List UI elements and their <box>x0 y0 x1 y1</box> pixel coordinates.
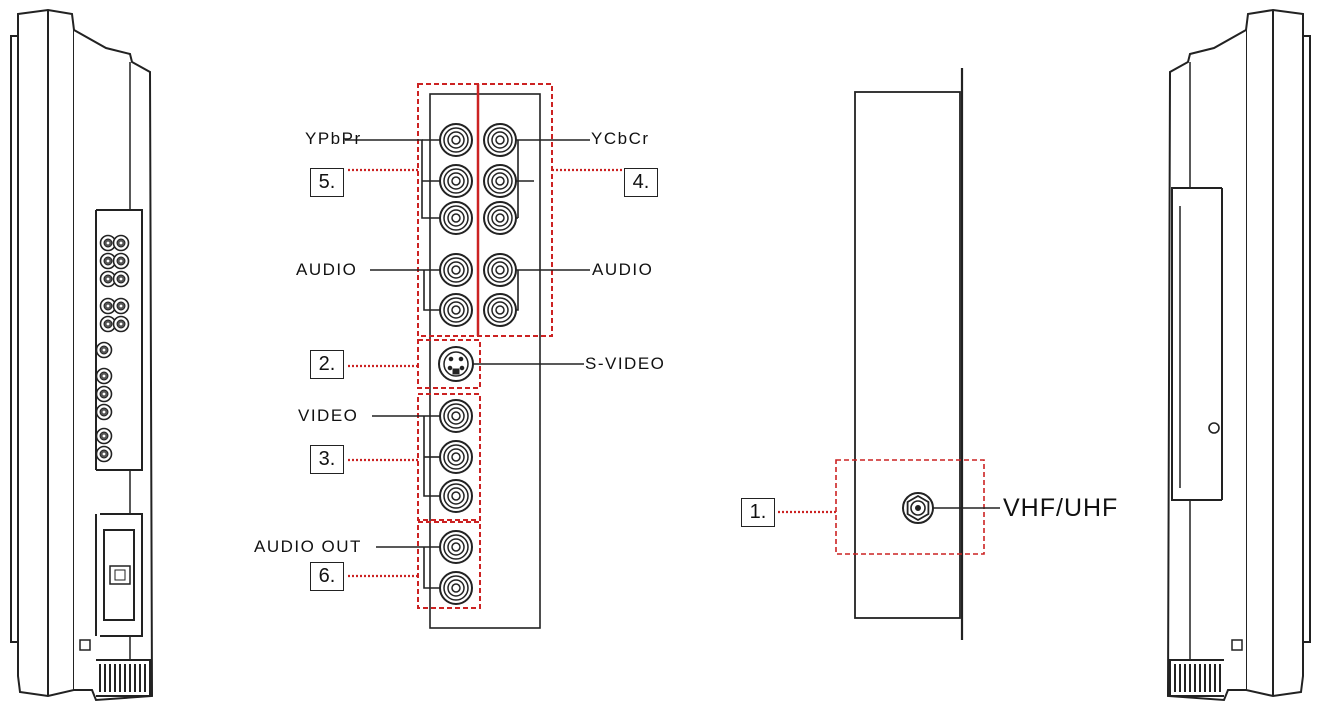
label-vhf-uhf: VHF/UHF <box>1003 494 1119 522</box>
ypbpr-y-jack <box>439 123 473 157</box>
center-panel-outline <box>429 84 541 629</box>
audio-out-r-jack <box>439 571 473 605</box>
video-audio-r-jack <box>439 479 473 513</box>
svideo-jack <box>438 346 474 382</box>
callout-dotted-connectors <box>348 168 622 578</box>
label-audio-left: AUDIO <box>296 260 358 279</box>
label-ypbpr: YPbPr <box>305 129 362 148</box>
callout-box-audio-out <box>417 521 481 609</box>
ycbcr-y-jack <box>483 123 517 157</box>
callout-number-1: 1. <box>741 498 775 527</box>
audio-right-l-jack <box>483 253 517 287</box>
label-svideo: S-VIDEO <box>585 354 666 373</box>
audio-right-r-jack <box>483 293 517 327</box>
audio-left-l-jack <box>439 253 473 287</box>
label-audio-right: AUDIO <box>592 260 654 279</box>
callout-box-video <box>417 393 481 521</box>
audio-out-jacks <box>439 530 473 605</box>
component-jacks-left <box>439 123 473 327</box>
callout-number-2: 2. <box>310 350 344 379</box>
video-audio-l-jack <box>439 440 473 474</box>
right-tv-side-view <box>1166 8 1311 702</box>
audio-left-r-jack <box>439 293 473 327</box>
label-ycbcr: YCbCr <box>591 129 650 148</box>
left-tv-vent-grille <box>99 664 146 692</box>
callout-box-svideo <box>417 339 481 389</box>
callout-number-3: 3. <box>310 445 344 474</box>
ycbcr-cb-jack <box>483 164 517 198</box>
callout-number-6: 6. <box>310 562 344 591</box>
rf-panel <box>854 68 964 640</box>
callout-boxes <box>417 83 553 609</box>
right-tv-vent-grille <box>1174 664 1221 692</box>
component-jacks-right <box>483 123 517 327</box>
ypbpr-pr-jack <box>439 201 473 235</box>
label-video: VIDEO <box>298 406 359 425</box>
leader-lines <box>345 139 590 589</box>
callout-number-4: 4. <box>624 168 658 197</box>
callout-box-component-audio <box>417 83 553 337</box>
vhf-uhf-connector <box>902 492 934 524</box>
label-audio-out: AUDIO OUT <box>254 537 362 556</box>
video-jacks <box>439 399 473 513</box>
callout-number-5: 5. <box>310 168 344 197</box>
callout-box-vhf-uhf <box>835 459 985 555</box>
ypbpr-pb-jack <box>439 164 473 198</box>
left-tv-side-view <box>10 8 154 702</box>
audio-out-l-jack <box>439 530 473 564</box>
video-jack <box>439 399 473 433</box>
ycbcr-cr-jack <box>483 201 517 235</box>
